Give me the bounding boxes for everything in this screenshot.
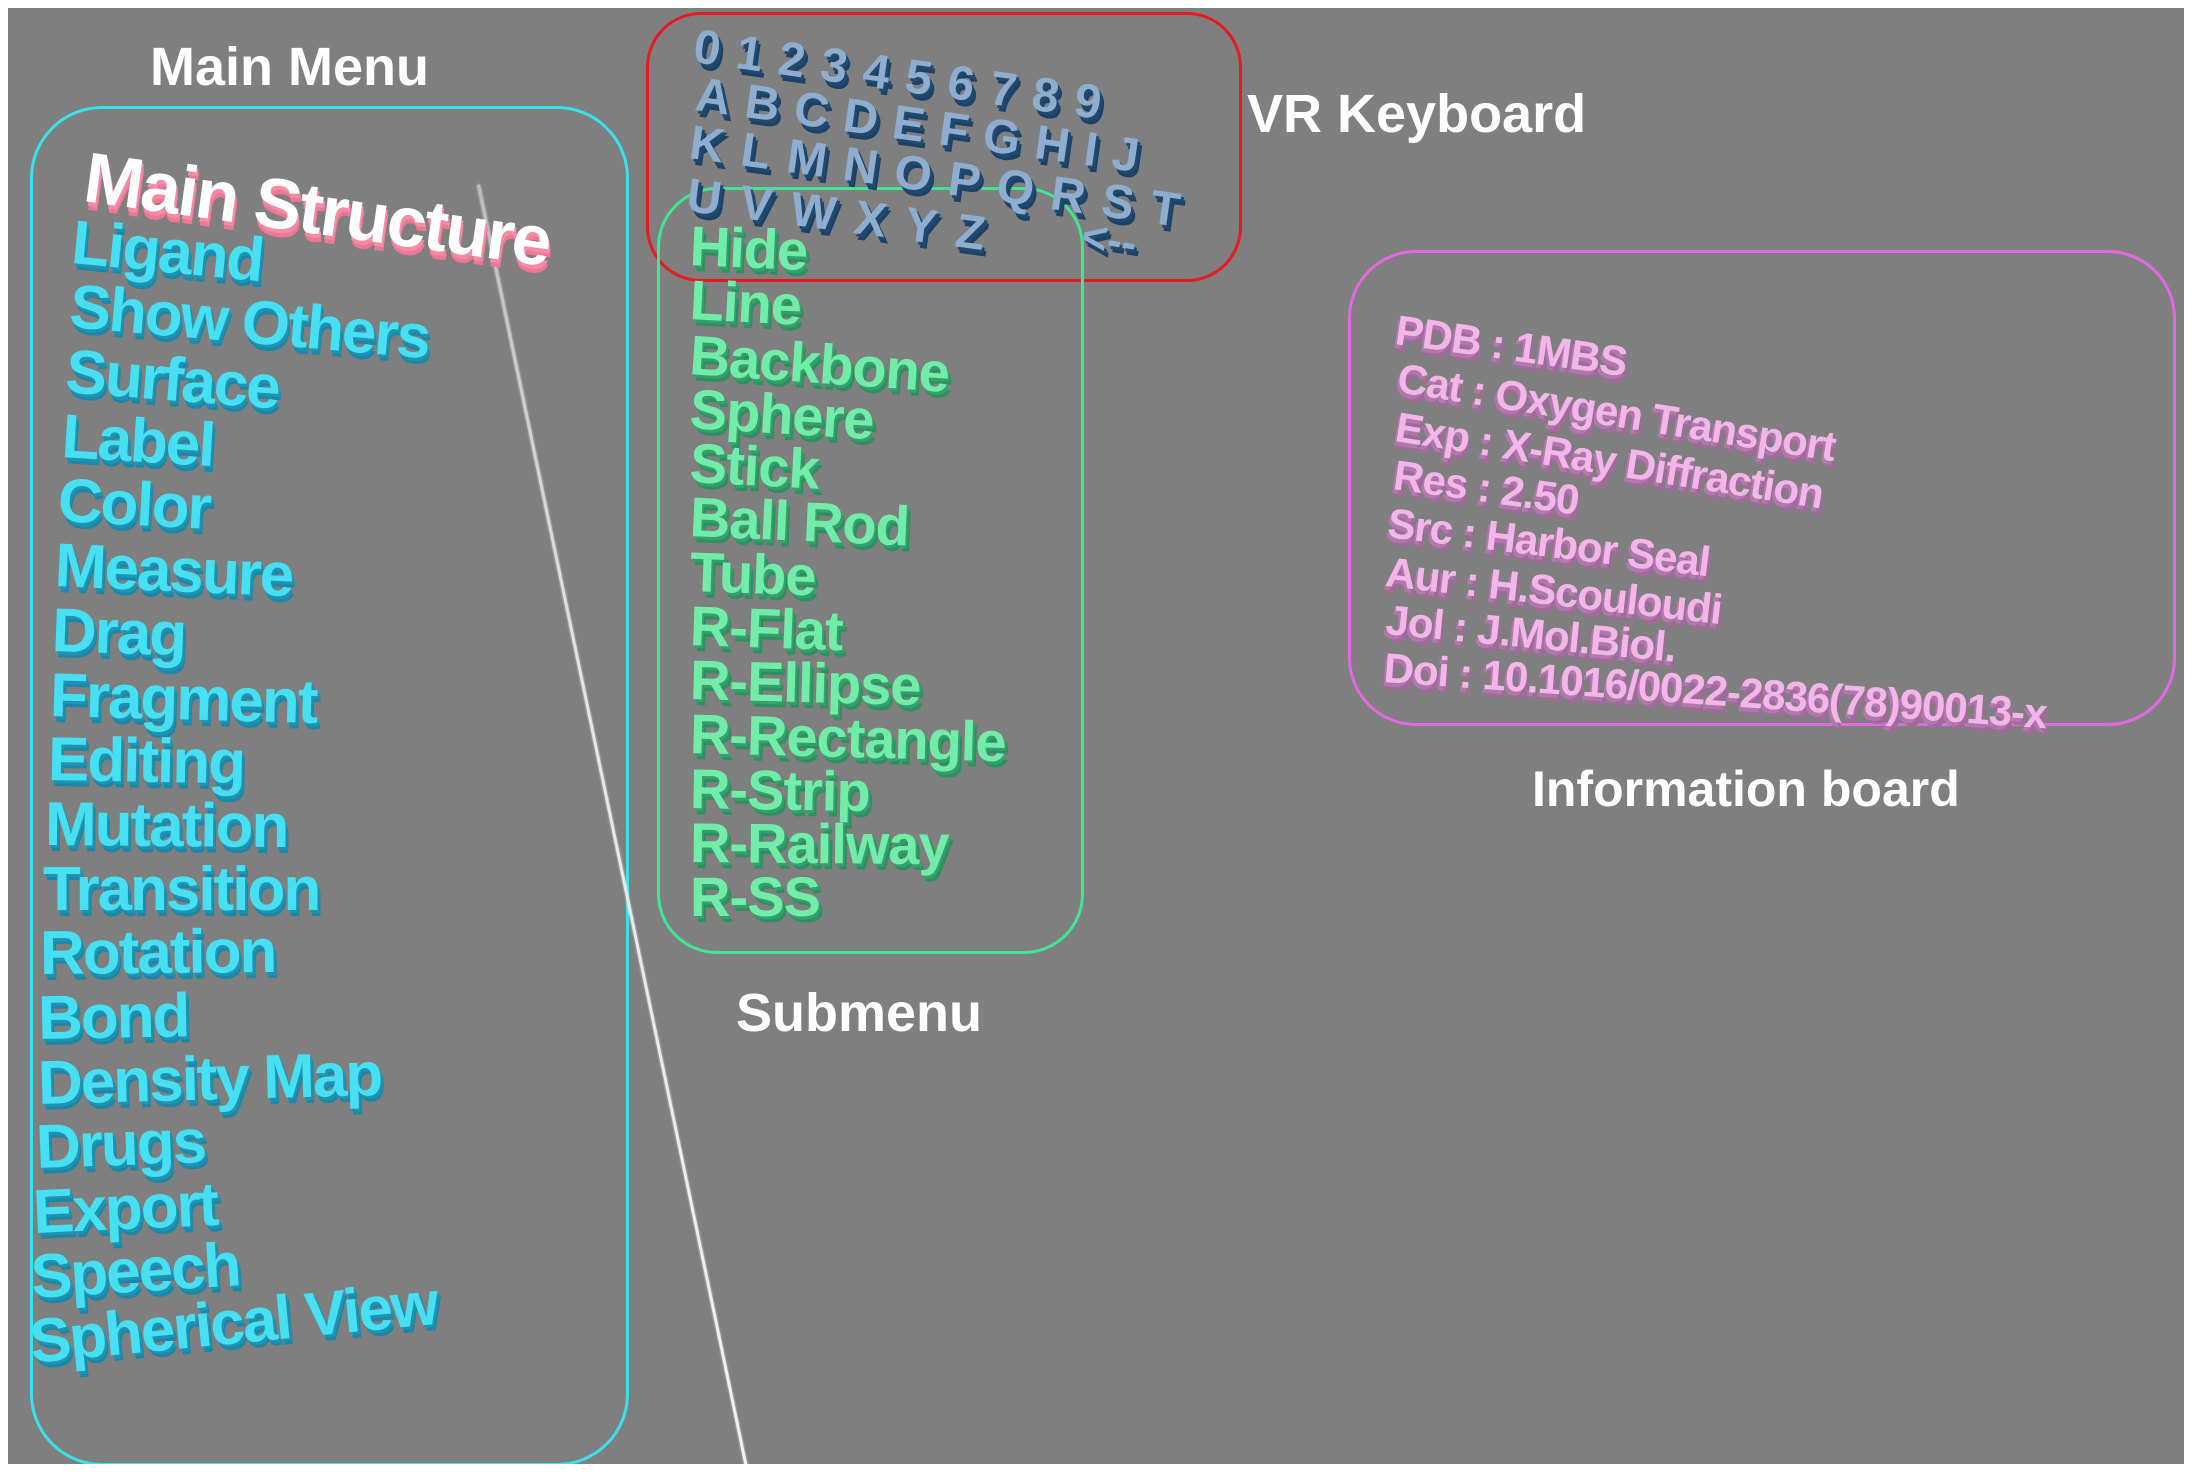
- vr-keyboard-panel: [646, 12, 1242, 282]
- submenu-item-r-ss[interactable]: R-SS: [690, 865, 821, 928]
- key-1[interactable]: 1: [732, 26, 767, 83]
- key-e[interactable]: E: [889, 95, 929, 153]
- main-menu-item-drag[interactable]: Drag: [50, 596, 187, 670]
- main-menu-item-rotation[interactable]: Rotation: [39, 916, 276, 988]
- main-menu-item-color[interactable]: Color: [56, 466, 212, 543]
- main-menu-item-fragment[interactable]: Fragment: [49, 661, 318, 737]
- key-p[interactable]: P: [944, 152, 984, 210]
- info-board-label: Information board: [1532, 761, 1960, 817]
- main-menu-item-editing[interactable]: Editing: [47, 725, 245, 798]
- info-board-panel: [1348, 250, 2176, 726]
- key-8[interactable]: 8: [1028, 67, 1063, 125]
- vr-keyboard-label: VR Keyboard: [1247, 84, 1587, 144]
- key-d[interactable]: D: [839, 89, 882, 147]
- key-f[interactable]: F: [935, 102, 973, 160]
- key-c[interactable]: C: [790, 82, 833, 140]
- main-menu-item-drugs[interactable]: Drugs: [34, 1107, 207, 1182]
- key-b[interactable]: B: [741, 75, 784, 133]
- key-y[interactable]: Y: [901, 197, 941, 255]
- key-i[interactable]: I: [1080, 122, 1102, 178]
- key-z[interactable]: Z: [952, 204, 989, 261]
- main-menu-item-transition[interactable]: Transition: [43, 855, 321, 924]
- key-w[interactable]: W: [787, 182, 840, 242]
- main-menu-item-mutation[interactable]: Mutation: [44, 790, 288, 862]
- key-n[interactable]: N: [839, 137, 882, 196]
- key-v[interactable]: V: [736, 176, 776, 233]
- main-menu-label: Main Menu: [150, 37, 429, 97]
- key-u[interactable]: U: [683, 169, 725, 227]
- main-menu-item-bond[interactable]: Bond: [37, 981, 189, 1053]
- key-k[interactable]: K: [686, 116, 729, 174]
- key-0[interactable]: 0: [690, 20, 725, 77]
- key-r[interactable]: R: [1047, 166, 1089, 225]
- main-menu-item-density-map[interactable]: Density Map: [37, 1040, 382, 1118]
- key-g[interactable]: G: [979, 108, 1024, 167]
- key-backspace[interactable]: <--: [1078, 211, 1141, 269]
- key-x[interactable]: X: [851, 191, 890, 249]
- key-q[interactable]: Q: [993, 159, 1038, 218]
- key-o[interactable]: O: [891, 145, 936, 203]
- submenu-panel: [657, 187, 1084, 954]
- key-a[interactable]: A: [692, 68, 735, 126]
- key-h[interactable]: H: [1031, 115, 1074, 174]
- key-l[interactable]: L: [737, 123, 774, 181]
- key-m[interactable]: M: [783, 129, 831, 188]
- submenu-label: Submenu: [736, 983, 983, 1043]
